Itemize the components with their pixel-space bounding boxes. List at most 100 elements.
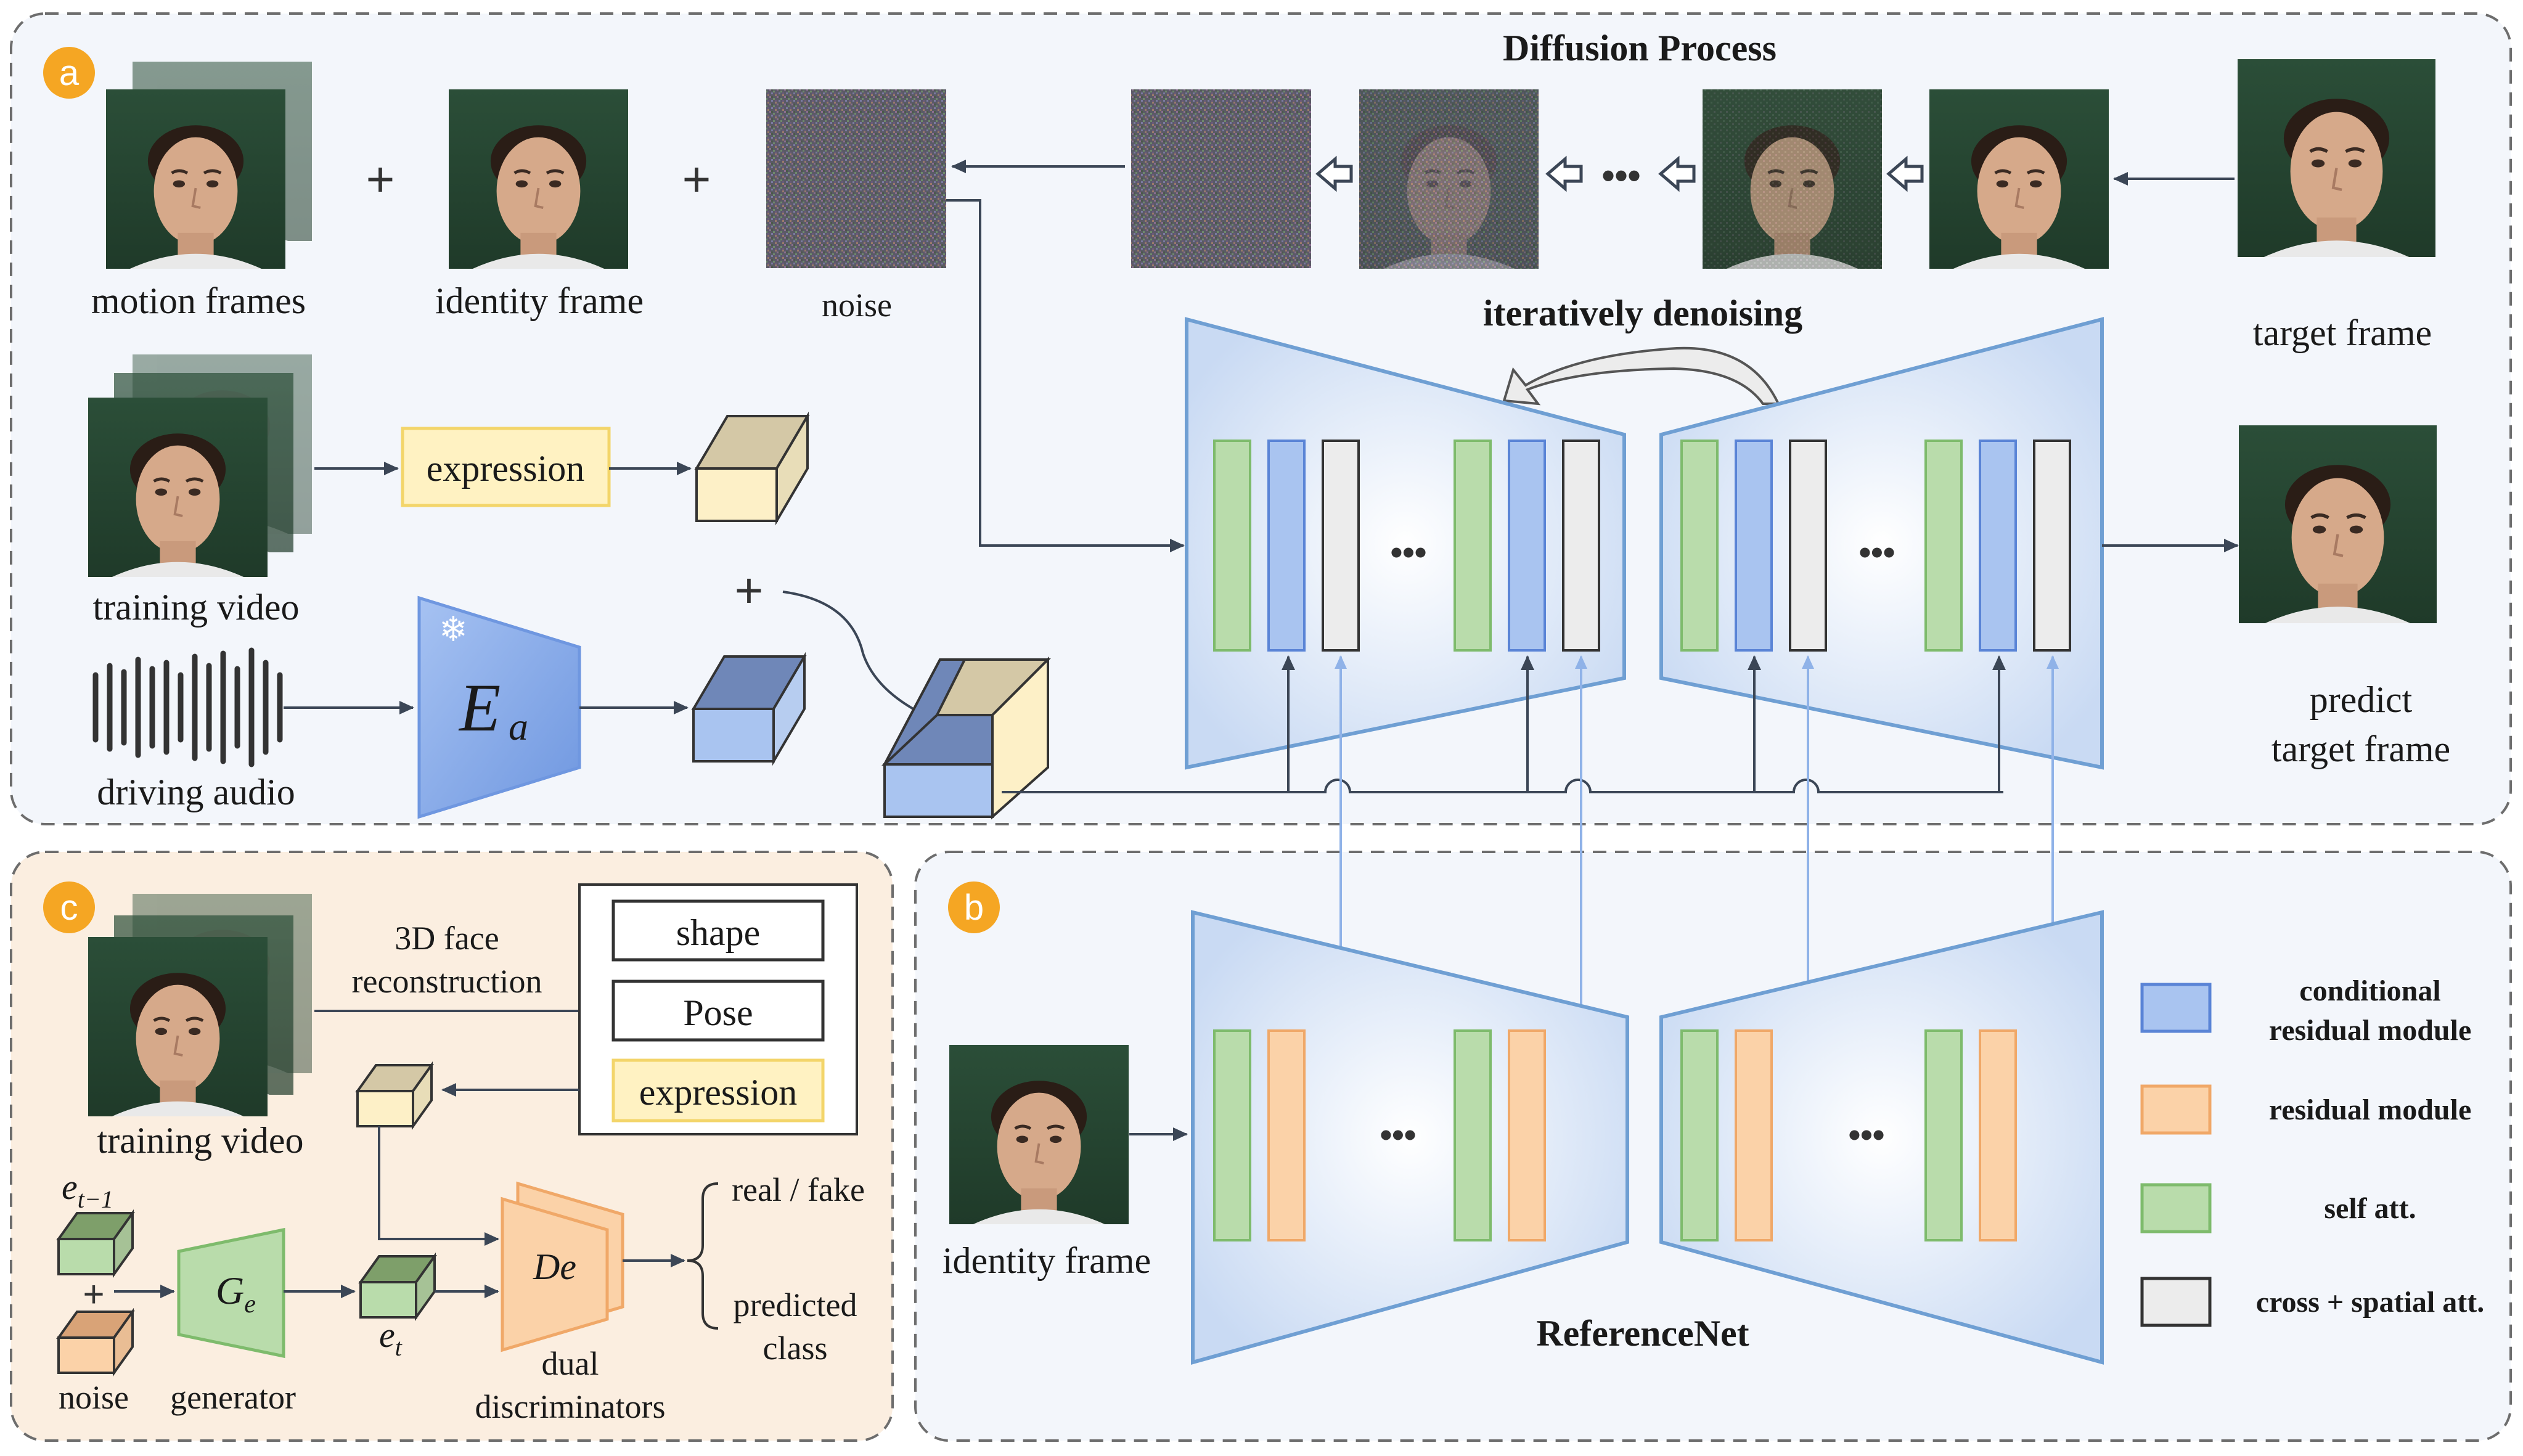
referencenet-title: ReferenceNet <box>1536 1313 1749 1354</box>
refnet-decoder-modules <box>1680 1029 2017 1241</box>
training-video-image-a <box>88 354 312 577</box>
training-video-label-c: training video <box>97 1120 304 1161</box>
motion-frames-label: motion frames <box>91 280 306 321</box>
identity-frame-label: identity frame <box>435 280 644 321</box>
svg-text:Ge: Ge <box>216 1269 256 1319</box>
plus-sign-3: + <box>735 563 764 618</box>
e-prev-label: et−1 <box>62 1167 113 1213</box>
diffusion-noisy-face-step-3 <box>1703 89 1882 269</box>
legend-item: self att. <box>2140 1183 2416 1233</box>
identity-frame-image-b <box>949 1045 1129 1224</box>
diffusion-noisy-face-step-2 <box>1359 89 1539 269</box>
legend-label: self att. <box>2324 1192 2416 1225</box>
arrow-cube-to-disc <box>378 1126 499 1246</box>
predicted-class-label-2: class <box>763 1330 828 1367</box>
diffusion-process-title: Diffusion Process <box>1503 28 1777 68</box>
motion-frames-image <box>106 62 312 269</box>
audio-feature-cube <box>691 652 807 766</box>
dual-label-1: dual <box>542 1345 599 1382</box>
refnet-decoder-dots: ••• <box>1849 1115 1885 1154</box>
unet-decoder-modules <box>1680 440 2071 652</box>
target-frame-label: target frame <box>2253 313 2432 353</box>
legend-swatch <box>2140 1277 2212 1327</box>
svg-text:expression: expression <box>639 1072 798 1113</box>
noise-image <box>766 89 946 268</box>
svg-text:a: a <box>509 705 528 748</box>
legend-item: conditional residual module <box>2140 975 2472 1047</box>
predict-target-frame-image <box>2239 425 2437 623</box>
refnet-encoder-dots: ••• <box>1380 1115 1417 1154</box>
driving-audio-label: driving audio <box>97 772 295 812</box>
generator-label: generator <box>170 1379 296 1416</box>
unet-encoder-modules <box>1213 440 1600 652</box>
arrow-noise-to-unet <box>946 199 1185 552</box>
refnet-encoder-trapezoid <box>1191 910 1629 1365</box>
denoise-label: iteratively denoising <box>1483 293 1802 333</box>
audio-waveform <box>92 647 283 767</box>
expression-box-a: expression <box>401 427 611 507</box>
noise-cube-c <box>56 1307 135 1377</box>
svg-text:b: b <box>964 888 984 928</box>
diffusion-noise-step-1 <box>1131 89 1311 268</box>
recon-label-2: reconstruction <box>352 963 542 1000</box>
legend-label: residual module <box>2269 1014 2472 1047</box>
unet-encoder-dots: ••• <box>1391 533 1427 571</box>
plus-sign-c: + <box>83 1274 104 1315</box>
refnet-encoder-modules <box>1213 1029 1546 1241</box>
identity-frame-image <box>449 89 628 269</box>
generator: Ge <box>177 1227 285 1359</box>
svg-text:a: a <box>59 53 80 93</box>
audio-encoder: ❄ E a <box>417 595 581 819</box>
badge-a: a <box>43 47 95 99</box>
noise-label: noise <box>822 287 892 324</box>
svg-text:shape: shape <box>676 912 761 953</box>
chain-dots: ••• <box>1601 155 1640 196</box>
snowflake-icon: ❄ <box>439 610 468 650</box>
arrow-plus-to-combined <box>782 591 926 716</box>
svg-text:E: E <box>458 670 501 745</box>
denoise-curved-arrow <box>1502 346 1781 406</box>
diffusion-clean-face-step-4 <box>1929 89 2109 269</box>
badge-c: c <box>43 881 95 933</box>
predict-label-line1: predict <box>2310 679 2413 720</box>
refnet-decoder-trapezoid <box>1659 910 2104 1365</box>
predict-label-line2: target frame <box>2272 729 2450 769</box>
svg-text:expression: expression <box>427 448 585 489</box>
legend-swatch <box>2140 983 2212 1033</box>
plus-sign-2: + <box>682 152 711 207</box>
legend-label: residual module <box>2269 1094 2472 1126</box>
identity-frame-label-b: identity frame <box>943 1240 1151 1281</box>
recon-label-1: 3D face <box>395 920 499 957</box>
target-frame-image <box>2238 59 2435 257</box>
expression-feature-cube <box>694 411 810 526</box>
badge-b: b <box>948 881 1000 933</box>
legend-swatch <box>2140 1183 2212 1233</box>
dual-label-2: discriminators <box>475 1388 666 1425</box>
e-prev-cube <box>56 1209 135 1278</box>
predicted-class-label-1: predicted <box>734 1286 857 1323</box>
face-params-box: shape Pose expression <box>578 883 858 1135</box>
expression-cube-c <box>355 1061 434 1131</box>
svg-text:c: c <box>60 888 78 928</box>
combined-feature-cube <box>881 656 1051 820</box>
e-t-label: et <box>379 1315 403 1361</box>
legend-label: conditional <box>2299 975 2440 1007</box>
legend-item: residual module <box>2140 1084 2472 1135</box>
legend-swatch <box>2140 1084 2212 1135</box>
noise-label-c: noise <box>59 1379 129 1416</box>
real-fake-label: real / fake <box>732 1171 865 1208</box>
dual-discriminators: De <box>501 1181 624 1352</box>
legend-label: cross + spatial att. <box>2256 1286 2484 1319</box>
svg-text:Pose: Pose <box>683 992 753 1033</box>
plus-sign-1: + <box>366 152 395 207</box>
unet-decoder-dots: ••• <box>1859 533 1895 571</box>
training-video-image-c <box>88 894 312 1116</box>
training-video-label-a: training video <box>93 587 300 628</box>
svg-text:De: De <box>533 1246 576 1287</box>
e-t-cube <box>358 1252 437 1322</box>
chain-hollow-arrows <box>1315 155 1924 192</box>
unet-decoder-trapezoid <box>1659 317 2104 770</box>
legend-item: cross + spatial att. <box>2140 1277 2484 1327</box>
legend: conditional residual module residual modul… <box>2140 975 2484 1327</box>
